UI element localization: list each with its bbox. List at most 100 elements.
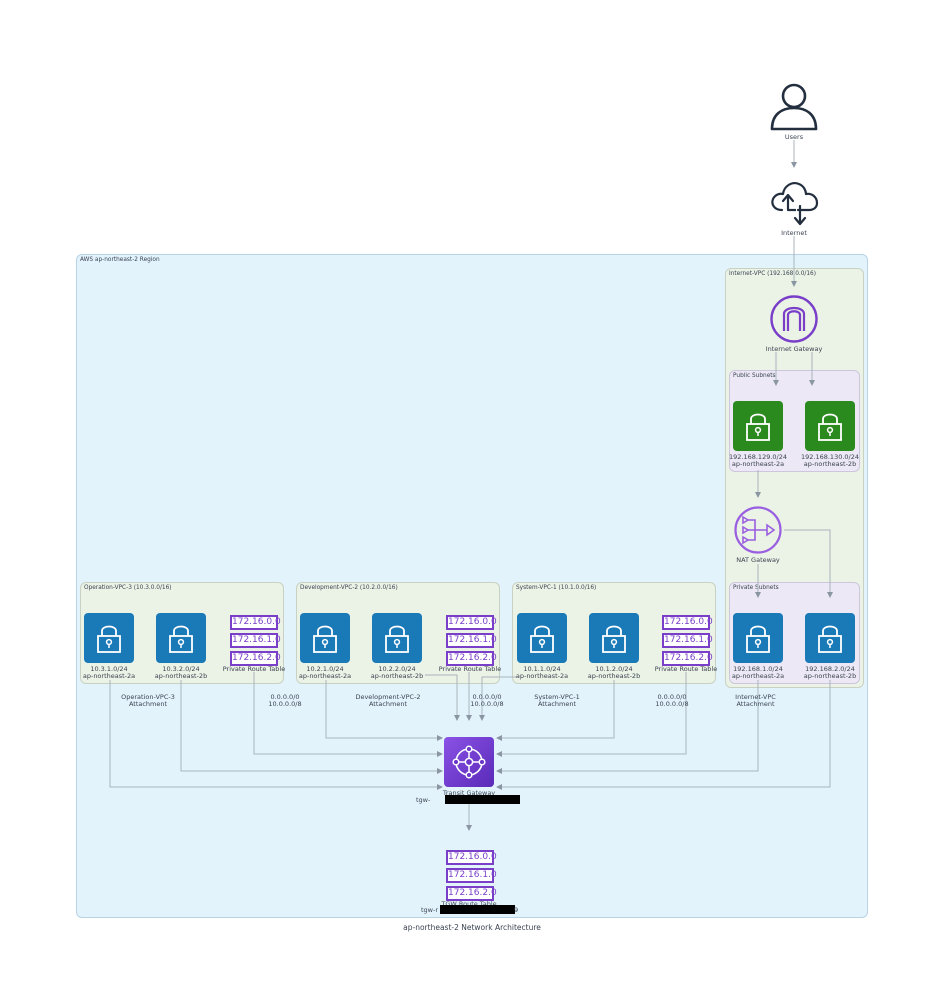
sys-subnet-a-cidr: 10.1.1.0/24 — [523, 665, 561, 673]
internet-vpc-attachment-line1: Internet-VPC — [735, 693, 776, 701]
sys-route-1: 0.0.0.0/0 — [657, 693, 687, 701]
inet-private-subnet-b-az: ap-northeast-2b — [803, 672, 857, 680]
route-entry: 172.16.0.0 — [230, 615, 281, 630]
transit-gateway-label: Transit Gateway — [442, 789, 496, 797]
dev-route-table[interactable]: 172.16.0.0 172.16.1.0 172.16.2.0 — [446, 615, 497, 669]
transit-gateway-icon — [452, 745, 486, 779]
nat-gateway-label: NAT Gateway — [736, 556, 780, 564]
sys-subnet-a-az: ap-northeast-2a — [515, 672, 569, 680]
dev-subnet-b-cidr: 10.2.2.0/24 — [378, 665, 416, 673]
edge-op-a-tgw — [109, 680, 443, 790]
nat-gateway-icon[interactable] — [733, 505, 783, 555]
public-subnet-a-cidr: 192.168.129.0/24 — [728, 453, 787, 461]
region-label: AWS ap-northeast-2 Region — [80, 257, 160, 263]
transit-gateway-id-prefix: tgw- — [416, 796, 431, 804]
sys-subnet-b[interactable] — [589, 613, 639, 663]
transit-gateway[interactable] — [444, 737, 494, 787]
op-attachment-line2: Attachment — [128, 700, 168, 708]
inet-private-subnet-a[interactable] — [733, 613, 783, 663]
lock-icon — [746, 625, 770, 653]
edge-dev-a-tgw — [325, 680, 443, 741]
op-subnet-a-cidr: 10.3.1.0/24 — [90, 665, 128, 673]
public-subnet-a[interactable] — [733, 401, 783, 451]
op-route-table-label: Private Route Table — [222, 665, 286, 673]
sys-attachment-line1: System-VPC-1 — [534, 693, 580, 701]
route-entry: 172.16.2.0 — [230, 651, 281, 666]
sys-subnet-b-az: ap-northeast-2b — [587, 672, 641, 680]
internet-cloud-icon — [771, 182, 819, 226]
sys-route-table-label: Private Route Table — [654, 665, 718, 673]
op-route-table[interactable]: 172.16.0.0 172.16.1.0 172.16.2.0 — [230, 615, 281, 669]
edge-op-b-tgw — [180, 680, 443, 774]
internet-vpc-label: Internet-VPC (192.168.0.0/16) — [729, 271, 817, 277]
lock-icon — [385, 625, 409, 653]
route-entry: 172.16.0.0 — [446, 850, 497, 865]
public-subnet-b-cidr: 192.168.130.0/24 — [800, 453, 859, 461]
sys-attachment-line2: Attachment — [537, 700, 577, 708]
lock-icon — [818, 625, 842, 653]
dev-subnet-a-az: ap-northeast-2a — [298, 672, 352, 680]
op-subnet-b-az: ap-northeast-2b — [154, 672, 208, 680]
dev-route-1: 0.0.0.0/0 — [472, 693, 502, 701]
sys-route-table[interactable]: 172.16.0.0 172.16.1.0 172.16.2.0 — [662, 615, 713, 669]
inet-private-subnet-b[interactable] — [805, 613, 855, 663]
sys-route-2: 10.0.0.0/8 — [655, 700, 689, 708]
op-subnet-a-az: ap-northeast-2a — [82, 672, 136, 680]
users-icon — [770, 83, 818, 131]
inet-private-subnet-b-cidr: 192.168.2.0/24 — [805, 665, 855, 673]
edge-sys-rt-tgw — [496, 672, 687, 757]
route-entry: 172.16.2.0 — [662, 651, 713, 666]
dev-attachment-line1: Development-VPC-2 — [355, 693, 421, 701]
dev-route-2: 10.0.0.0/8 — [470, 700, 504, 708]
dev-subnet-b-az: ap-northeast-2b — [370, 672, 424, 680]
op-subnet-a[interactable] — [84, 613, 134, 663]
route-entry: 172.16.0.0 — [446, 615, 497, 630]
public-subnet-b-az: ap-northeast-2b — [803, 460, 857, 468]
redacted-tgw-id — [445, 795, 520, 804]
internet-label: Internet — [781, 229, 807, 237]
tgw-route-table[interactable]: 172.16.0.0 172.16.1.0 172.16.2.0 — [446, 850, 497, 904]
lock-icon — [169, 625, 193, 653]
public-subnet-a-az: ap-northeast-2a — [731, 460, 785, 468]
tgw-route-table-id-prefix: tgw-r — [421, 906, 439, 914]
edge-inet-a-tgw — [496, 680, 759, 774]
edge-nat-private-b — [784, 529, 833, 598]
tgw-route-table-id-suffix: 9 — [514, 906, 519, 914]
internet-vpc-attachment-line2: Attachment — [736, 700, 775, 708]
op-subnet-b-cidr: 10.3.2.0/24 — [162, 665, 200, 673]
edge-sys-b-tgw — [496, 680, 615, 741]
lock-icon — [313, 625, 337, 653]
inet-private-subnet-a-az: ap-northeast-2a — [731, 672, 785, 680]
route-entry: 172.16.2.0 — [446, 651, 497, 666]
sys-subnet-a[interactable] — [517, 613, 567, 663]
system-vpc-label: System-VPC-1 (10.1.0.0/16) — [516, 585, 597, 591]
route-entry: 172.16.2.0 — [446, 886, 497, 901]
operation-vpc-label: Operation-VPC-3 (10.3.0.0/16) — [84, 585, 172, 591]
edge-op-rt-tgw — [253, 672, 443, 757]
dev-subnet-b[interactable] — [372, 613, 422, 663]
dev-subnet-a-cidr: 10.2.1.0/24 — [306, 665, 344, 673]
users-label: Users — [784, 133, 804, 141]
inet-private-subnet-a-cidr: 192.168.1.0/24 — [733, 665, 783, 673]
lock-icon — [530, 625, 554, 653]
public-subnets-label: Public Subnets — [733, 373, 776, 379]
internet-gateway-label: Internet Gateway — [765, 345, 823, 353]
diagram-title: ap-northeast-2 Network Architecture — [403, 923, 541, 932]
route-entry: 172.16.1.0 — [446, 633, 497, 648]
lock-icon — [818, 413, 842, 441]
sys-subnet-b-cidr: 10.1.2.0/24 — [595, 665, 633, 673]
route-entry: 172.16.0.0 — [662, 615, 713, 630]
op-subnet-b[interactable] — [156, 613, 206, 663]
edge-dev-b-tgw — [425, 674, 460, 721]
public-subnet-b[interactable] — [805, 401, 855, 451]
lock-icon — [602, 625, 626, 653]
route-entry: 172.16.1.0 — [662, 633, 713, 648]
edge-inet-b-tgw — [496, 680, 831, 790]
dev-subnet-a[interactable] — [300, 613, 350, 663]
lock-icon — [97, 625, 121, 653]
lock-icon — [746, 413, 770, 441]
tgw-route-table-label: TGW Route Table — [441, 900, 497, 908]
internet-gateway-icon[interactable] — [769, 294, 819, 344]
op-attachment-line1: Operation-VPC-3 — [121, 693, 175, 701]
